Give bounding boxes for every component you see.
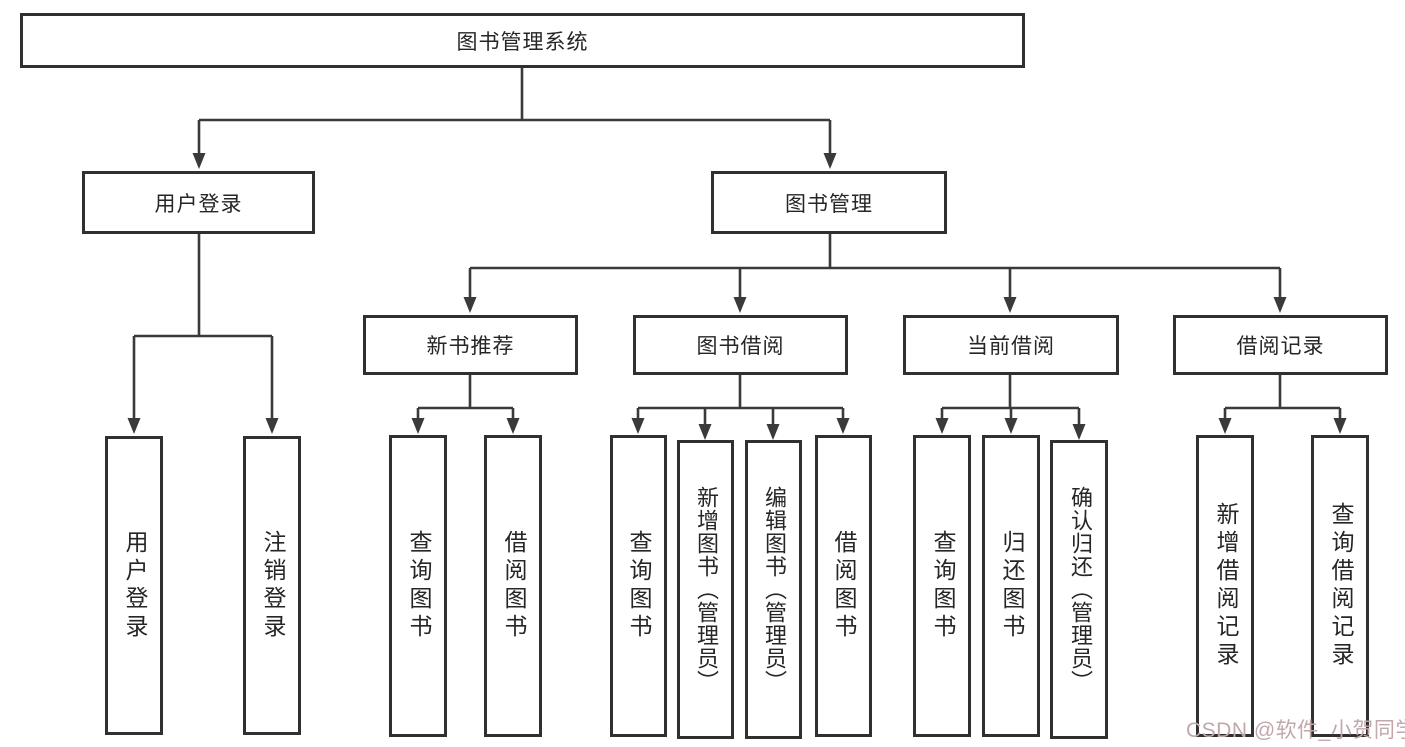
leaf-query-borrow-record: 查询借阅记录 (1311, 435, 1369, 737)
leaf-logout: 注销登录 (243, 436, 301, 735)
leaf-edit-books-admin: 编辑图书（管理员） (745, 440, 802, 739)
leaf-borrow-books-2: 借阅图书 (815, 435, 872, 737)
leaf-query-books-1: 查询图书 (389, 435, 447, 737)
leaf-return-books: 归还图书 (982, 435, 1040, 737)
leaf-add-books-admin: 新增图书（管理员） (677, 440, 734, 739)
leaf-add-borrow-record: 新增借阅记录 (1196, 435, 1254, 737)
node-borrow-records: 借阅记录 (1173, 315, 1388, 375)
node-book-management: 图书管理 (711, 171, 947, 234)
leaf-confirm-return-admin: 确认归还（管理员） (1050, 440, 1108, 739)
node-new-book-recommend: 新书推荐 (363, 315, 578, 375)
node-user-login: 用户登录 (82, 171, 315, 234)
node-book-borrow: 图书借阅 (633, 315, 848, 375)
csdn-watermark: CSDN @软件_小贺同学 (1186, 719, 1405, 742)
leaf-user-login: 用户登录 (105, 436, 163, 735)
leaf-query-books-2: 查询图书 (610, 435, 667, 737)
leaf-query-books-3: 查询图书 (913, 435, 971, 737)
leaf-borrow-books-1: 借阅图书 (484, 435, 542, 737)
node-library-system: 图书管理系统 (20, 13, 1025, 68)
node-current-borrow: 当前借阅 (903, 315, 1119, 375)
